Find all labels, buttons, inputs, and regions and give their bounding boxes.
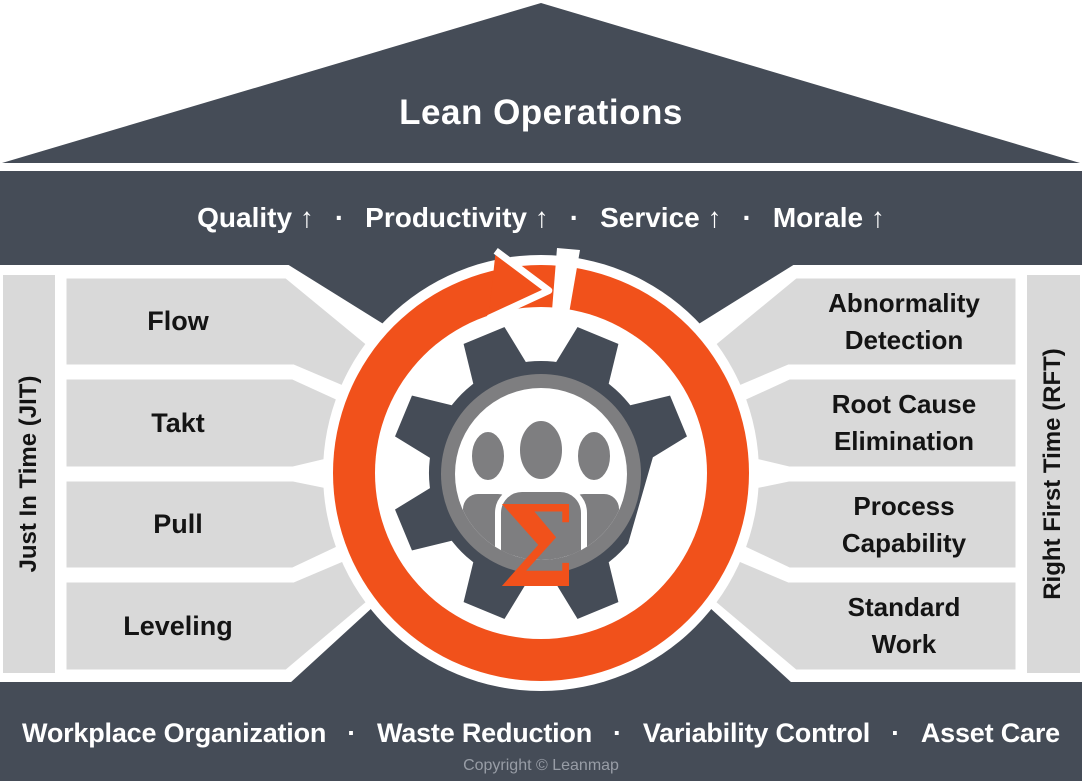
rft-bands: [688, 271, 1023, 677]
foundation-item-waste-reduction: Waste Reduction: [377, 717, 593, 748]
benefits-bar: Quality ↑ · Productivity ↑ · Service ↑ ·…: [0, 171, 1082, 265]
separator-dot: ·: [742, 202, 752, 233]
separator-dot: ·: [569, 202, 580, 233]
box-label-leveling: Leveling: [123, 610, 233, 641]
foundation-bar: Workplace Organization · Waste Reduction…: [0, 700, 1082, 766]
person-center-icon: [495, 415, 587, 560]
copyright-text: Copyright © Leanmap: [463, 757, 619, 774]
box-label-root-cause-elimination: Root Cause Elimination: [789, 376, 1019, 470]
benefit-item-productivity: Productivity ↑: [365, 202, 549, 233]
separator-dot: ·: [347, 717, 356, 748]
box-label-flow: Flow: [147, 306, 209, 337]
benefit-item-morale: Morale ↑: [772, 202, 885, 233]
label-line: Standard: [847, 592, 961, 623]
label-line: Elimination: [833, 426, 975, 456]
box-label-takt: Takt: [151, 407, 205, 438]
benefit-item-quality: Quality ↑: [197, 202, 314, 233]
rft-pillar-label: Right First Time (RFT): [1039, 348, 1066, 600]
jit-pillar-label: Just In Time (JIT): [15, 375, 42, 573]
arrow-head: [488, 250, 549, 319]
jit-pillar-shape: [3, 275, 55, 673]
page-title: Lean Operations: [399, 93, 683, 132]
label-line: Process: [853, 490, 955, 521]
label-line: Capability: [841, 527, 967, 558]
foundation-item-workplace-organization: Workplace Organization: [22, 717, 327, 748]
box-label-process-capability: Process Capability: [789, 478, 1019, 571]
roof-shape: [2, 3, 1080, 163]
foundation-bar-shape: [0, 682, 1082, 781]
label-line: Detection: [844, 324, 964, 355]
team-icon: [457, 415, 625, 560]
label-line: Work: [871, 629, 937, 659]
label-line: Abnormality: [828, 287, 980, 318]
box-label-standard-work: Standard Work: [789, 579, 1019, 673]
box-label-pull: Pull: [153, 509, 203, 540]
benefit-item-service: Service ↑: [600, 202, 722, 233]
jit-bands: [59, 271, 394, 677]
separator-dot: ·: [334, 202, 345, 233]
benefits-banner-shape: [0, 171, 1082, 265]
foundation-item-asset-care: Asset Care: [920, 717, 1060, 748]
box-label-abnormality-detection: Abnormality Detection: [789, 275, 1019, 368]
label-line: Root Cause: [831, 389, 977, 420]
separator-dot: ·: [613, 717, 622, 748]
foundation-item-variability-control: Variability Control: [642, 717, 871, 748]
sigma-symbol: Σ: [497, 482, 576, 613]
rft-pillar-shape: [1027, 275, 1080, 673]
separator-dot: ·: [891, 717, 900, 748]
